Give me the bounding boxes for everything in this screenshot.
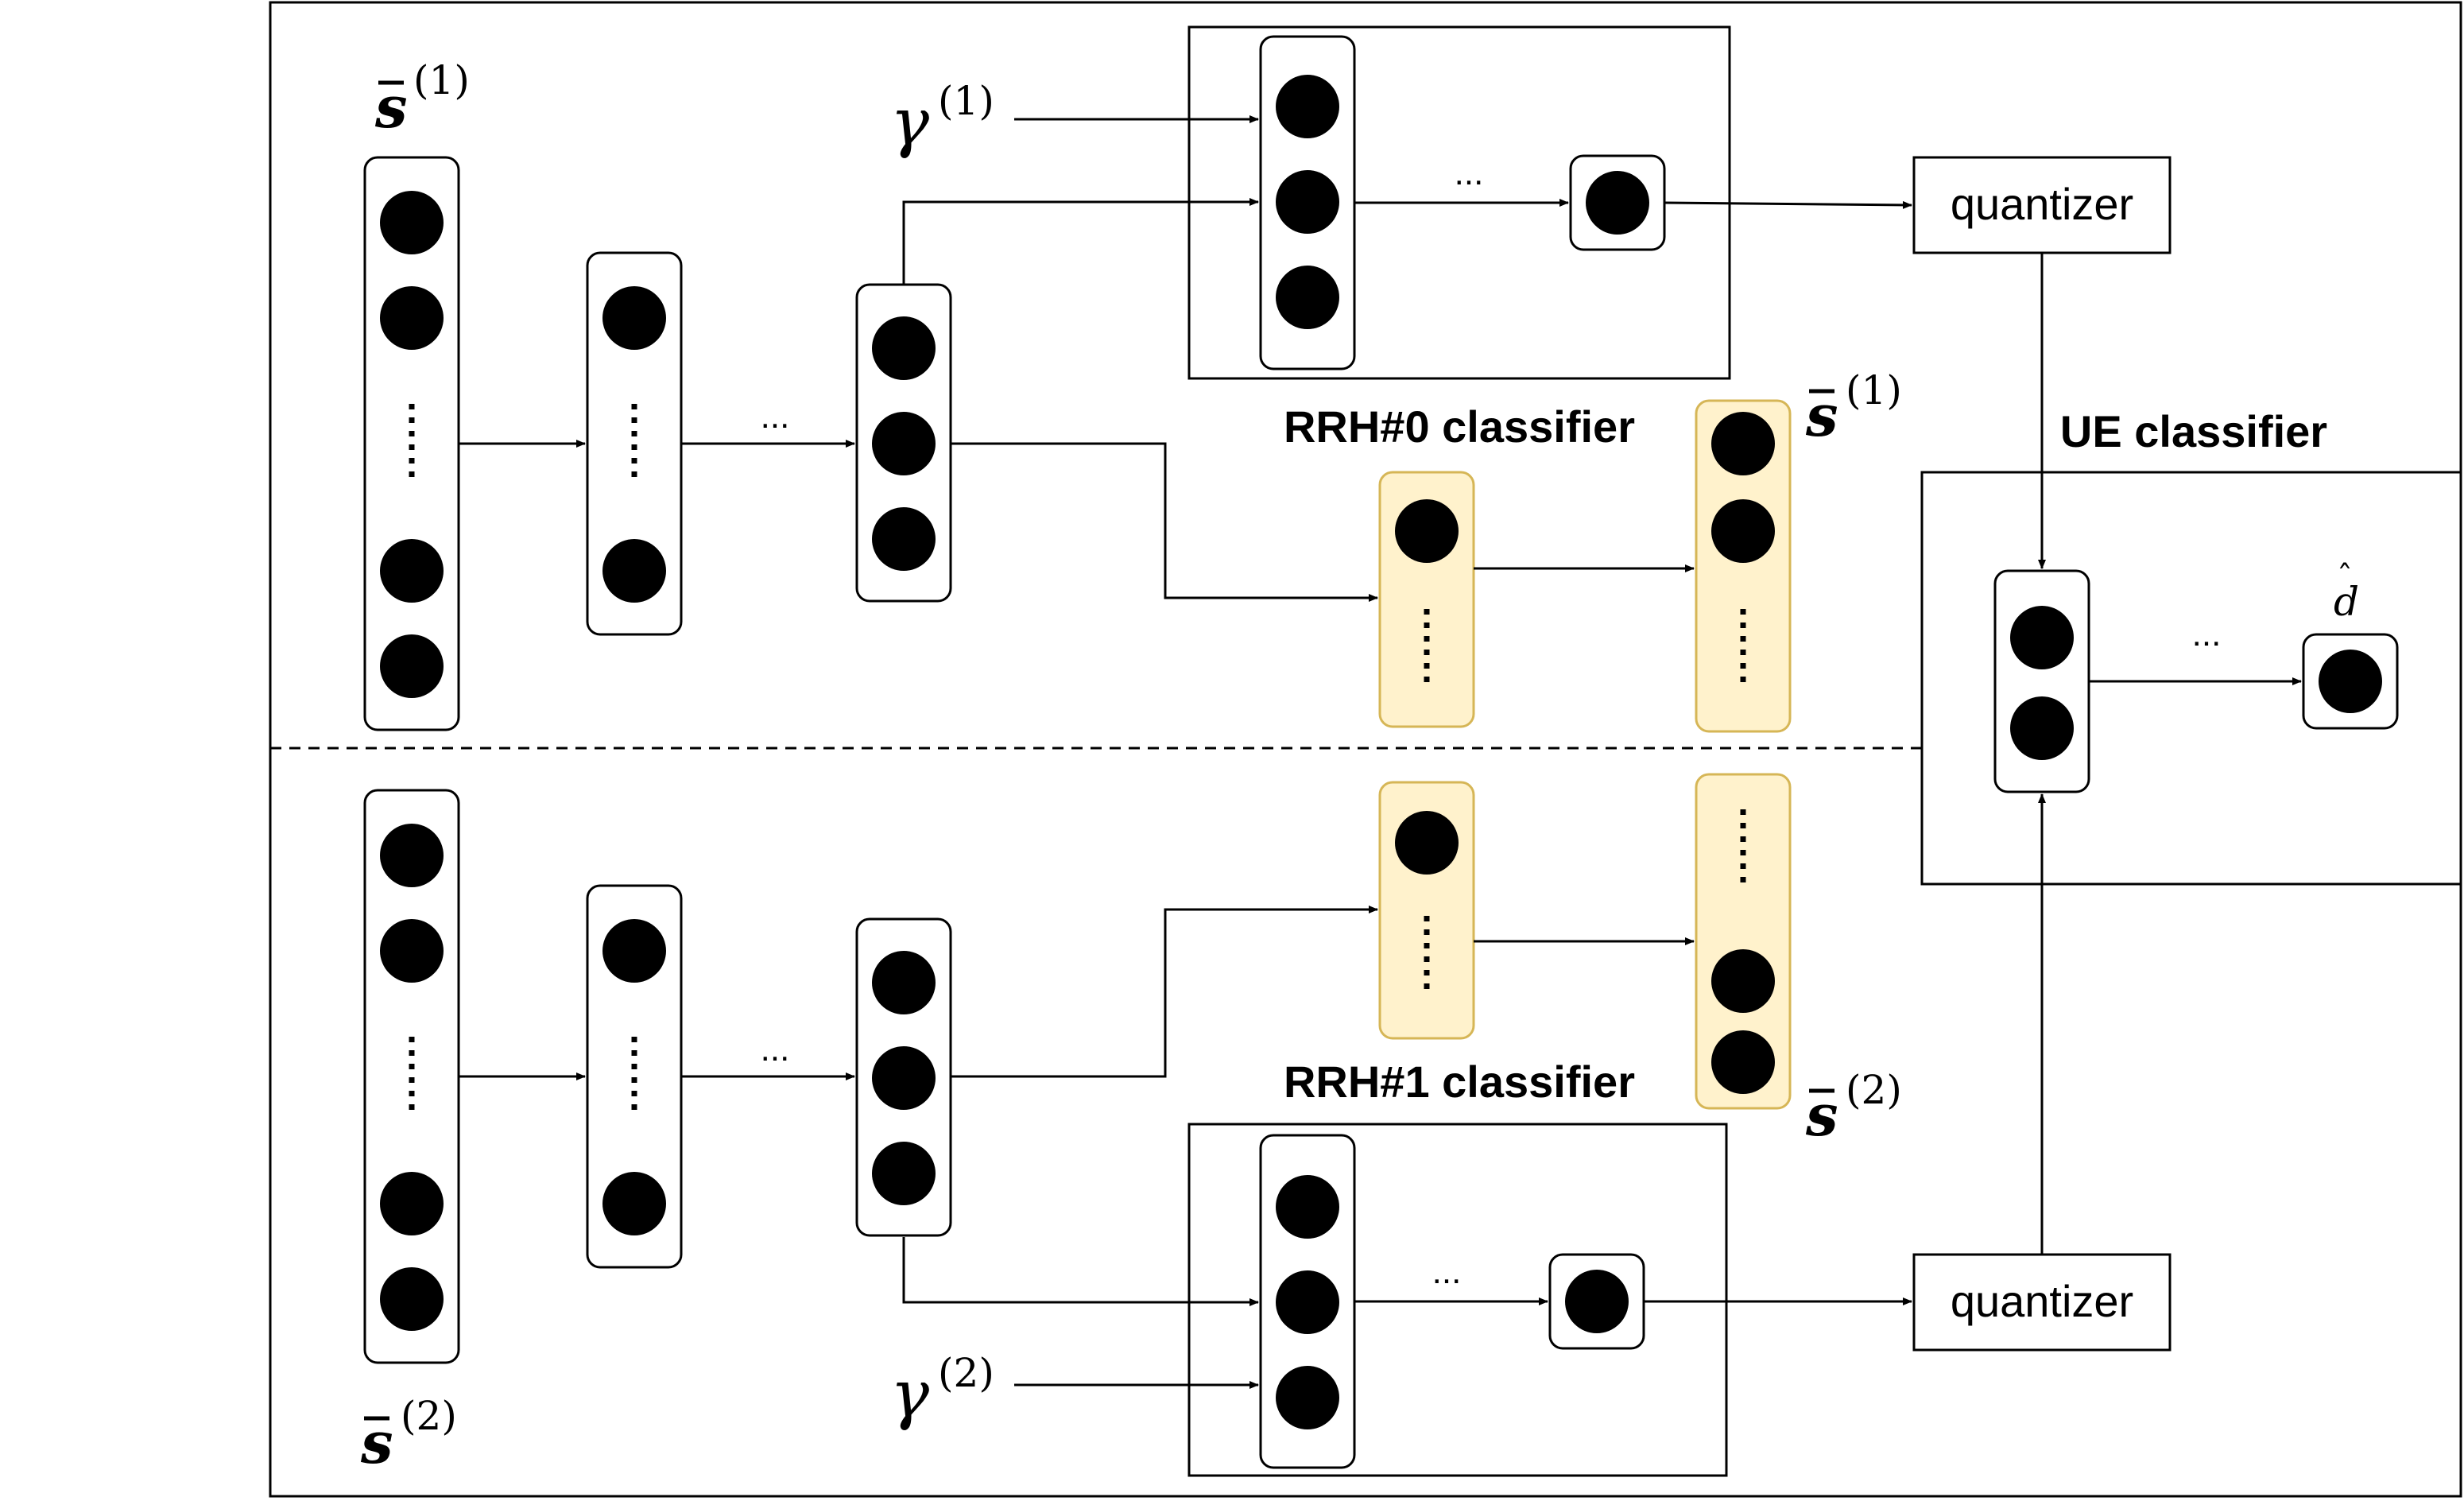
svg-text:ˆ: ˆ	[2337, 560, 2353, 596]
node	[1711, 949, 1775, 1013]
node	[2010, 696, 2074, 760]
ellipsis: ...	[761, 397, 790, 436]
node	[1276, 1175, 1339, 1239]
svg-text:(2): (2)	[1846, 1067, 1902, 1113]
ue-classifier-label: UE classifier	[2060, 406, 2327, 456]
node	[380, 919, 444, 983]
node	[1276, 1366, 1339, 1429]
rrh0-classifier-layer2	[1695, 399, 1792, 733]
node	[380, 539, 444, 603]
node	[872, 507, 936, 571]
rrh0-classifier-label: RRH#0 classifier	[1284, 401, 1635, 452]
d-hat-label: ˆ d	[2334, 560, 2359, 625]
s-bar-2-right-label: s (2)	[1805, 1067, 1902, 1149]
node	[380, 1267, 444, 1331]
node	[1276, 170, 1339, 234]
svg-text:d: d	[2334, 579, 2359, 625]
node	[602, 1172, 666, 1235]
node	[1276, 1270, 1339, 1334]
node	[380, 286, 444, 350]
node	[1586, 171, 1649, 235]
node	[872, 1142, 936, 1205]
rrh0-network: ... ... γ (1) RRH#0 classifier s	[363, 25, 1902, 733]
node	[2319, 650, 2382, 713]
node	[872, 951, 936, 1014]
node	[380, 191, 444, 254]
s-bar-1-label: s (1)	[374, 57, 470, 141]
svg-text:s: s	[1805, 382, 1838, 449]
node	[1395, 811, 1459, 875]
node	[1711, 1030, 1775, 1094]
svg-text:s: s	[360, 1409, 393, 1476]
quantizer-bottom-label: quantizer	[1951, 1276, 2133, 1326]
node	[1276, 266, 1339, 329]
ellipsis: ...	[1455, 153, 1484, 192]
node	[380, 634, 444, 698]
ellipsis: ...	[2192, 615, 2222, 654]
ellipsis: ...	[1432, 1252, 1462, 1291]
arrow	[902, 1237, 1259, 1306]
node	[602, 919, 666, 983]
svg-text:s: s	[1805, 1081, 1838, 1149]
arrow	[1664, 200, 1912, 209]
node	[1395, 499, 1459, 563]
node	[872, 316, 936, 380]
quantizer-bottom-box	[1912, 1253, 2171, 1352]
rrh1-network: ... RRH#1 classifier s (2) ... γ (2)	[363, 773, 1902, 1477]
node	[872, 412, 936, 475]
svg-text:(1): (1)	[1846, 367, 1902, 413]
arrow	[951, 906, 1378, 1078]
svg-text:γ: γ	[890, 85, 930, 161]
svg-text:s: s	[374, 73, 408, 141]
arrow	[902, 198, 1259, 285]
node	[1276, 75, 1339, 138]
rrh1-classifier-layer2	[1695, 773, 1792, 1110]
svg-text:(2): (2)	[401, 1393, 457, 1439]
svg-text:(1): (1)	[413, 57, 470, 103]
node	[602, 286, 666, 350]
node	[380, 824, 444, 887]
node	[1711, 499, 1775, 563]
svg-text:(1): (1)	[938, 78, 994, 124]
node	[602, 539, 666, 603]
node	[1565, 1270, 1629, 1333]
node	[1711, 412, 1775, 475]
node	[2010, 606, 2074, 669]
svg-text:(2): (2)	[938, 1350, 994, 1396]
s-bar-1-right-label: s (1)	[1805, 367, 1902, 449]
s-bar-2-label: s (2)	[360, 1393, 457, 1476]
rrh1-classifier-label: RRH#1 classifier	[1284, 1057, 1635, 1107]
gamma1-label: γ (1)	[890, 78, 994, 161]
node	[380, 1172, 444, 1235]
quantizer-top-label: quantizer	[1951, 179, 2133, 229]
node	[872, 1046, 936, 1110]
quantizer-top-box	[1912, 156, 2171, 254]
arrow	[951, 442, 1378, 602]
svg-text:γ: γ	[890, 1357, 930, 1433]
ellipsis: ...	[761, 1030, 790, 1069]
gamma2-label: γ (2)	[890, 1350, 994, 1433]
